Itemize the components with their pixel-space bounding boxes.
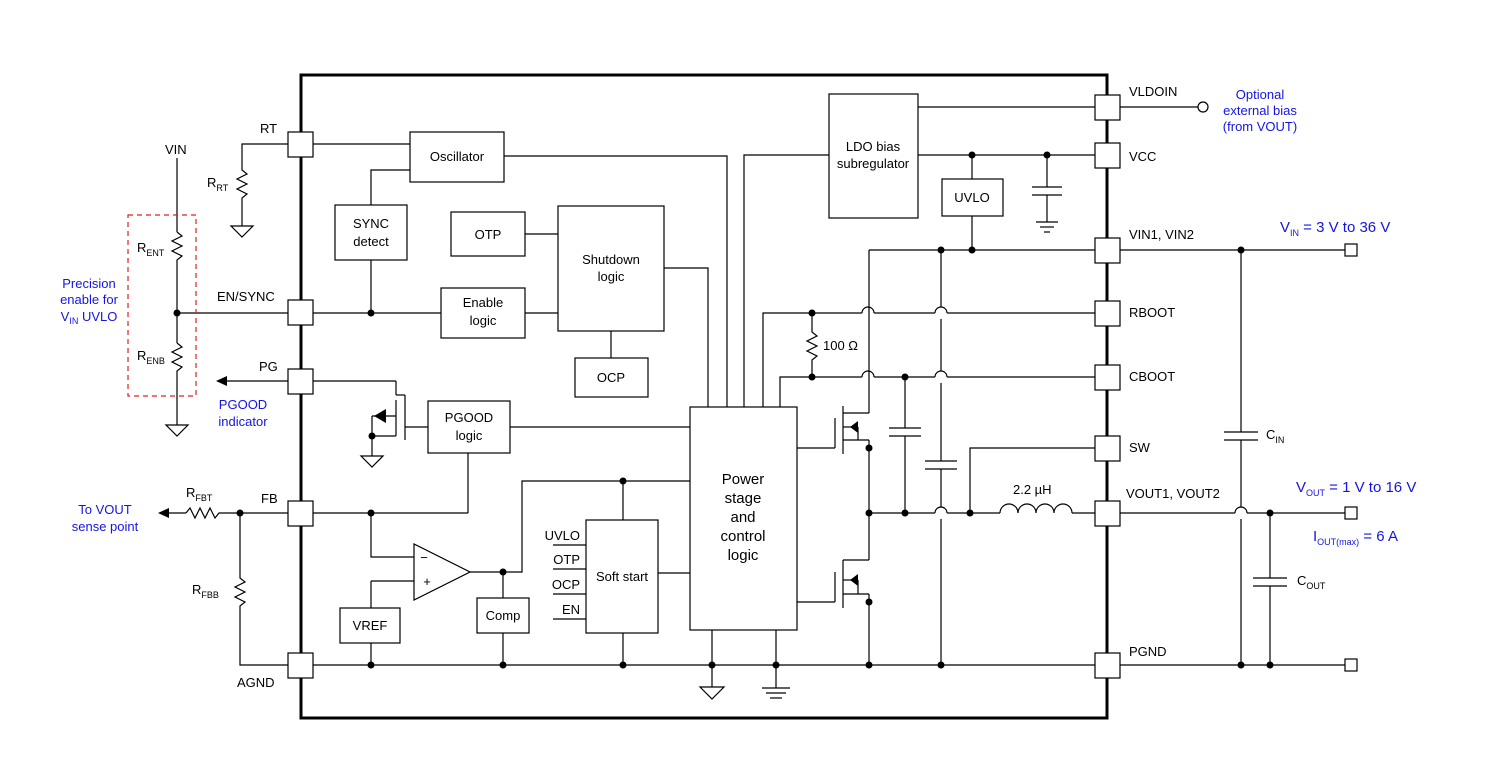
external-right-wiring bbox=[1120, 101, 1358, 672]
rfbb-label: RFBB bbox=[192, 582, 219, 600]
oscillator-label: Oscillator bbox=[430, 149, 485, 164]
otp-label: OTP bbox=[475, 227, 502, 242]
enable-label-line1: Enable bbox=[463, 295, 503, 310]
pgood-indicator-line2: indicator bbox=[218, 414, 268, 429]
amp-plus-sign: + bbox=[423, 574, 431, 589]
pin-label-pgnd: PGND bbox=[1129, 644, 1167, 659]
pin-label-rt: RT bbox=[260, 121, 277, 136]
sync-label-line1: SYNC bbox=[353, 216, 389, 231]
sync-label-line2: detect bbox=[353, 234, 389, 249]
pin-label-sw: SW bbox=[1129, 440, 1151, 455]
pin-label-agnd: AGND bbox=[237, 675, 275, 690]
junction-dots bbox=[367, 151, 1051, 669]
external-left-wiring bbox=[158, 143, 288, 666]
cout-label: COUT bbox=[1297, 573, 1326, 591]
pgood-indicator-line1: PGOOD bbox=[219, 397, 267, 412]
ss-input-en: EN bbox=[562, 602, 580, 617]
power-label-line1: Power bbox=[722, 471, 765, 488]
otp-block: OTP bbox=[450, 211, 526, 257]
renb-label: RENB bbox=[137, 348, 165, 366]
power-label-line3: and bbox=[730, 509, 755, 526]
vin-range-label: VIN = 3 V to 36 V bbox=[1280, 219, 1390, 238]
power-label-line4: control bbox=[720, 528, 765, 545]
comp-label: Comp bbox=[486, 608, 521, 623]
shutdown-logic-block: Shutdown logic bbox=[557, 205, 665, 332]
vref-label: VREF bbox=[353, 618, 388, 633]
pin-label-cboot: CBOOT bbox=[1129, 369, 1175, 384]
boot-resistor-label: 100 Ω bbox=[823, 338, 858, 353]
soft-start-block: Soft start UVLO OTP OCP EN bbox=[545, 519, 659, 634]
pin-label-vldoin: VLDOIN bbox=[1129, 84, 1177, 99]
pin-label-vout: VOUT1, VOUT2 bbox=[1126, 486, 1220, 501]
pin-squares bbox=[287, 94, 1121, 679]
pin-label-fb: FB bbox=[261, 491, 278, 506]
vref-block: VREF bbox=[339, 607, 401, 644]
iout-max-label: IOUT(max) = 6 A bbox=[1313, 528, 1398, 547]
pin-label-rboot: RBOOT bbox=[1129, 305, 1175, 320]
pin-label-vcc: VCC bbox=[1129, 149, 1156, 164]
tovout-line1: To VOUT bbox=[78, 502, 132, 517]
vin-top-label: VIN bbox=[165, 142, 187, 157]
pin-label-vin: VIN1, VIN2 bbox=[1129, 227, 1194, 242]
rent-label: RENT bbox=[137, 240, 165, 258]
amp-minus-sign: − bbox=[420, 550, 428, 565]
enable-logic-block: Enable logic bbox=[440, 287, 526, 339]
comp-block: Comp bbox=[476, 597, 530, 634]
enable-divider-highlight bbox=[127, 214, 197, 397]
vout-range-label: VOUT = 1 V to 16 V bbox=[1296, 479, 1416, 498]
precision-note-line3: VIN UVLO bbox=[61, 309, 118, 326]
ldo-label-line2: subregulator bbox=[837, 156, 910, 171]
uvlo-block: UVLO bbox=[941, 178, 1004, 217]
cin-label: CIN bbox=[1266, 427, 1284, 445]
rrt-label: RRT bbox=[207, 175, 229, 193]
ldo-label-line1: LDO bias bbox=[846, 139, 901, 154]
ocp-block: OCP bbox=[574, 357, 649, 398]
optional-bias-line1: Optional bbox=[1236, 87, 1285, 102]
shutdown-label-line2: logic bbox=[598, 269, 625, 284]
pgood-logic-block: PGOOD logic bbox=[427, 400, 511, 454]
rfbt-label: RFBT bbox=[186, 485, 213, 503]
ldo-block: LDO bias subregulator bbox=[828, 93, 919, 219]
ocp-label: OCP bbox=[597, 370, 625, 385]
ss-input-uvlo: UVLO bbox=[545, 528, 580, 543]
pin-label-pg: PG bbox=[259, 359, 278, 374]
pin-label-en-sync: EN/SYNC bbox=[217, 289, 275, 304]
sync-detect-block: SYNC detect bbox=[334, 204, 408, 261]
shutdown-label-line1: Shutdown bbox=[582, 252, 640, 267]
oscillator-block: Oscillator bbox=[409, 131, 505, 183]
inductor-label: 2.2 µH bbox=[1013, 482, 1052, 497]
tovout-line2: sense point bbox=[72, 519, 139, 534]
precision-note-line1: Precision bbox=[62, 276, 115, 291]
power-label-line2: stage bbox=[725, 490, 762, 507]
pgood-label-line1: PGOOD bbox=[445, 410, 493, 425]
enable-label-line2: logic bbox=[470, 313, 497, 328]
power-stage-block: Power stage and control logic bbox=[689, 406, 798, 631]
ic-package-outline bbox=[299, 73, 1109, 720]
optional-bias-line2: external bias bbox=[1223, 103, 1297, 118]
internal-wiring bbox=[313, 106, 1095, 700]
ss-input-otp: OTP bbox=[553, 552, 580, 567]
precision-note-line2: enable for bbox=[60, 292, 118, 307]
ss-input-ocp: OCP bbox=[552, 577, 580, 592]
softstart-label: Soft start bbox=[596, 569, 648, 584]
uvlo-label: UVLO bbox=[954, 190, 989, 205]
power-label-line5: logic bbox=[728, 547, 759, 564]
optional-bias-line3: (from VOUT) bbox=[1223, 119, 1297, 134]
pgood-label-line2: logic bbox=[456, 428, 483, 443]
